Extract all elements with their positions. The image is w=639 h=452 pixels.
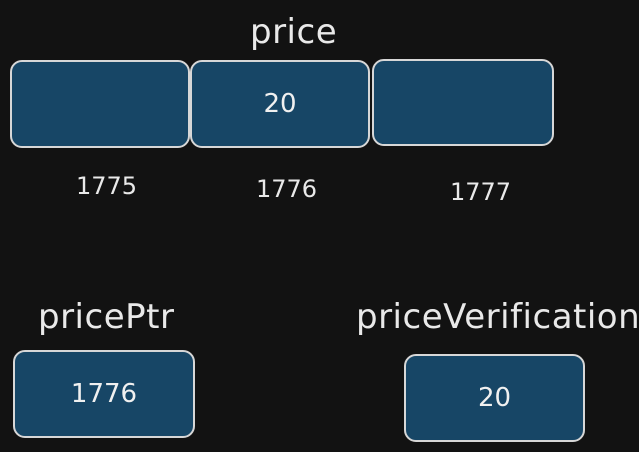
price-cell-1777 xyxy=(372,59,554,146)
price-cell-1775 xyxy=(10,60,190,148)
priceptr-label: pricePtr xyxy=(38,297,175,337)
address-label-1777: 1777 xyxy=(450,178,512,206)
priceptr-box: 1776 xyxy=(13,350,195,438)
price-label: price xyxy=(250,12,338,52)
address-label-1776: 1776 xyxy=(256,175,318,203)
priceverification-box: 20 xyxy=(404,354,585,442)
address-label-1775: 1775 xyxy=(76,172,138,200)
priceverification-label: priceVerification xyxy=(356,297,639,337)
price-cell-1776: 20 xyxy=(190,60,370,148)
